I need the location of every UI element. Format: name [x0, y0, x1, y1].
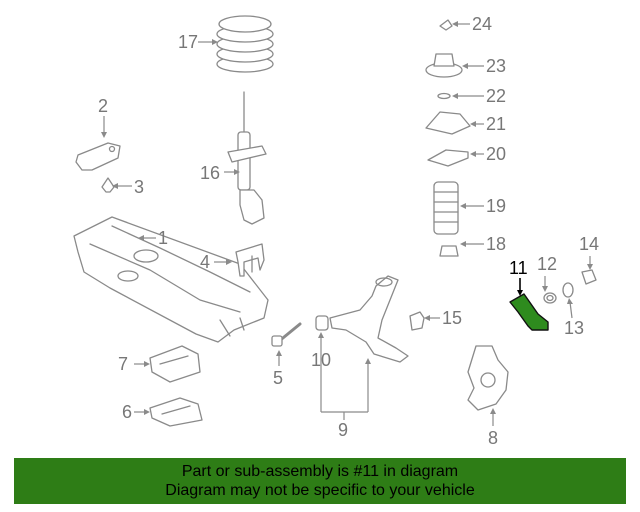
bracket-part	[75, 142, 121, 171]
callout-6: 6	[122, 402, 132, 422]
insulator-upper-part	[149, 345, 201, 383]
insulator-lower-part	[149, 397, 203, 427]
stabilizer-bracket-part-highlighted[interactable]	[509, 293, 549, 331]
callout-9: 9	[338, 420, 348, 440]
banner-line-part: Part or sub-assembly is #11 in diagram	[181, 463, 459, 480]
control-arm-part	[329, 275, 409, 363]
callout-10: 10	[311, 350, 331, 370]
parts-diagram: 17 2 3 16 1 4 7 6 5 10 9 15 8 11 12 13 1…	[73, 14, 599, 448]
spring-seat-upper-part	[425, 111, 471, 135]
ball-joint-part	[409, 311, 425, 331]
stabilizer-bushing-part	[543, 292, 557, 304]
callout-7: 7	[118, 354, 128, 374]
callout-12: 12	[537, 254, 557, 274]
leader-lines	[101, 21, 593, 426]
callout-18: 18	[486, 234, 506, 254]
callout-3: 3	[134, 177, 144, 197]
callout-14: 14	[579, 234, 599, 254]
callout-5: 5	[273, 368, 283, 388]
callout-15: 15	[442, 308, 462, 328]
callout-22: 22	[486, 86, 506, 106]
callout-13: 13	[564, 318, 584, 338]
bushing-part	[315, 315, 329, 331]
callout-20: 20	[486, 144, 506, 164]
callout-11-highlighted: 11	[509, 258, 528, 278]
banner-line-disclaimer: Diagram may not be specific to your vehi…	[165, 482, 475, 499]
callout-4: 4	[200, 252, 210, 272]
crossmember-part	[73, 216, 269, 343]
callout-1: 1	[158, 228, 168, 248]
callout-21: 21	[486, 114, 506, 134]
callout-24: 24	[472, 14, 492, 34]
callout-2: 2	[98, 96, 108, 116]
callout-19: 19	[486, 196, 506, 216]
clip-part	[101, 177, 115, 193]
ring-part	[562, 282, 574, 298]
mount-cap-part	[439, 19, 453, 31]
info-banner: Part or sub-assembly is #11 in diagram D…	[14, 458, 626, 504]
strut-part	[227, 91, 267, 225]
spring-seat-lower-part	[427, 149, 469, 167]
knuckle-part	[467, 345, 509, 411]
washer-part	[437, 92, 451, 100]
callout-16: 16	[200, 163, 220, 183]
mount-bracket-part	[235, 243, 265, 277]
strut-mount-part	[425, 53, 463, 78]
callout-8: 8	[488, 428, 498, 448]
callout-17: 17	[178, 32, 198, 52]
dust-boot-part	[433, 181, 459, 235]
coil-spring-part	[216, 15, 274, 73]
bump-stop-part	[439, 245, 459, 257]
cap-part	[581, 269, 597, 285]
bolt-part	[271, 322, 302, 347]
callout-23: 23	[486, 56, 506, 76]
